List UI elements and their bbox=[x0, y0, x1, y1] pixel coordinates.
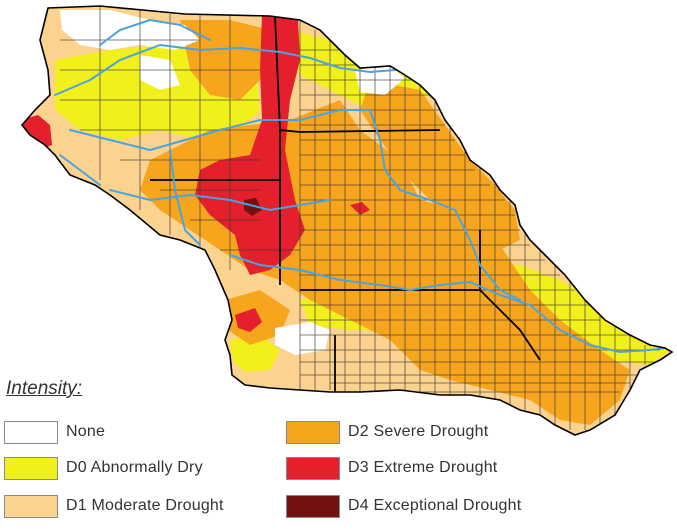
region-d0-southwest bbox=[230, 335, 280, 372]
rivers bbox=[54, 19, 666, 353]
legend-item-d3: D3 Extreme Drought bbox=[286, 455, 497, 481]
legend-swatch-d0 bbox=[4, 456, 58, 480]
legend-swatch-d3 bbox=[286, 456, 340, 480]
legend-label-d3: D3 Extreme Drought bbox=[348, 459, 498, 476]
legend-label-d4: D4 Exceptional Drought bbox=[348, 497, 522, 514]
legend-item-d0: D0 Abnormally Dry bbox=[4, 455, 203, 481]
legend-item-none: None bbox=[4, 419, 105, 445]
region-none-northeast bbox=[355, 66, 405, 95]
region-d2-upper bbox=[180, 20, 270, 100]
legend-swatch-none bbox=[4, 420, 58, 444]
legend-swatch-d1 bbox=[4, 494, 58, 518]
basin-outline bbox=[20, 5, 674, 436]
legend-item-d2: D2 Severe Drought bbox=[286, 419, 488, 445]
region-d4-core bbox=[244, 198, 262, 216]
legend-label-d1: D1 Moderate Drought bbox=[66, 497, 224, 514]
legend-swatch-d4 bbox=[286, 494, 340, 518]
region-none-south bbox=[275, 322, 330, 355]
legend-swatch-d2 bbox=[286, 420, 340, 444]
legend-item-d4: D4 Exceptional Drought bbox=[286, 493, 521, 519]
legend-label-none: None bbox=[66, 423, 106, 440]
legend-title: Intensity: bbox=[6, 378, 83, 399]
region-d3-south bbox=[235, 308, 262, 332]
legend-label-d2: D2 Severe Drought bbox=[348, 423, 489, 440]
legend-label-d0: D0 Abnormally Dry bbox=[66, 459, 203, 476]
legend-item-d1: D1 Moderate Drought bbox=[4, 493, 224, 519]
